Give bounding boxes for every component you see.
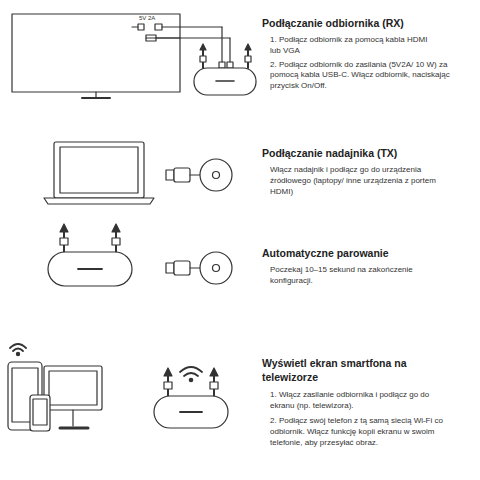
- devices-illustration: [8, 362, 102, 431]
- step-heading: Podłączanie nadajnika (TX): [262, 146, 467, 160]
- transmitter-tx: [166, 159, 232, 191]
- step-text: Włącz nadajnik i podłącz go do urządzeni…: [270, 165, 460, 197]
- laptop-illustration: [44, 142, 154, 204]
- step-heading: Podłączanie odbiornika (RX): [262, 16, 467, 30]
- cable-label: 5V 2A: [139, 15, 155, 21]
- step-heading: Automatyczne parowanie: [262, 246, 467, 260]
- wifi-icon: [180, 367, 202, 381]
- receiver-rx: [48, 224, 132, 286]
- step-text: 1. Podłącz odbiornik za pomocą kabla HDM…: [270, 35, 440, 57]
- wifi-icon: [10, 344, 26, 355]
- transmitter-tx: [166, 252, 232, 284]
- step-text: 2. Podłącz odbiornik do zasilania (5V2A/…: [270, 60, 465, 92]
- step-text: 1. Włącz zasilanie odbiornika i podłącz …: [270, 390, 450, 412]
- step-heading: Wyświetl ekran smartfona na telewizorze: [262, 356, 422, 384]
- receiver-rx: [194, 44, 256, 95]
- receiver-rx: [154, 368, 228, 428]
- step-text: 2. Podłącz swój telefon z tą samą siecią…: [270, 416, 460, 448]
- cables: [132, 24, 233, 68]
- step-text: Poczekaj 10–15 sekund na zakończenie kon…: [270, 265, 445, 287]
- tv-illustration: [12, 14, 180, 98]
